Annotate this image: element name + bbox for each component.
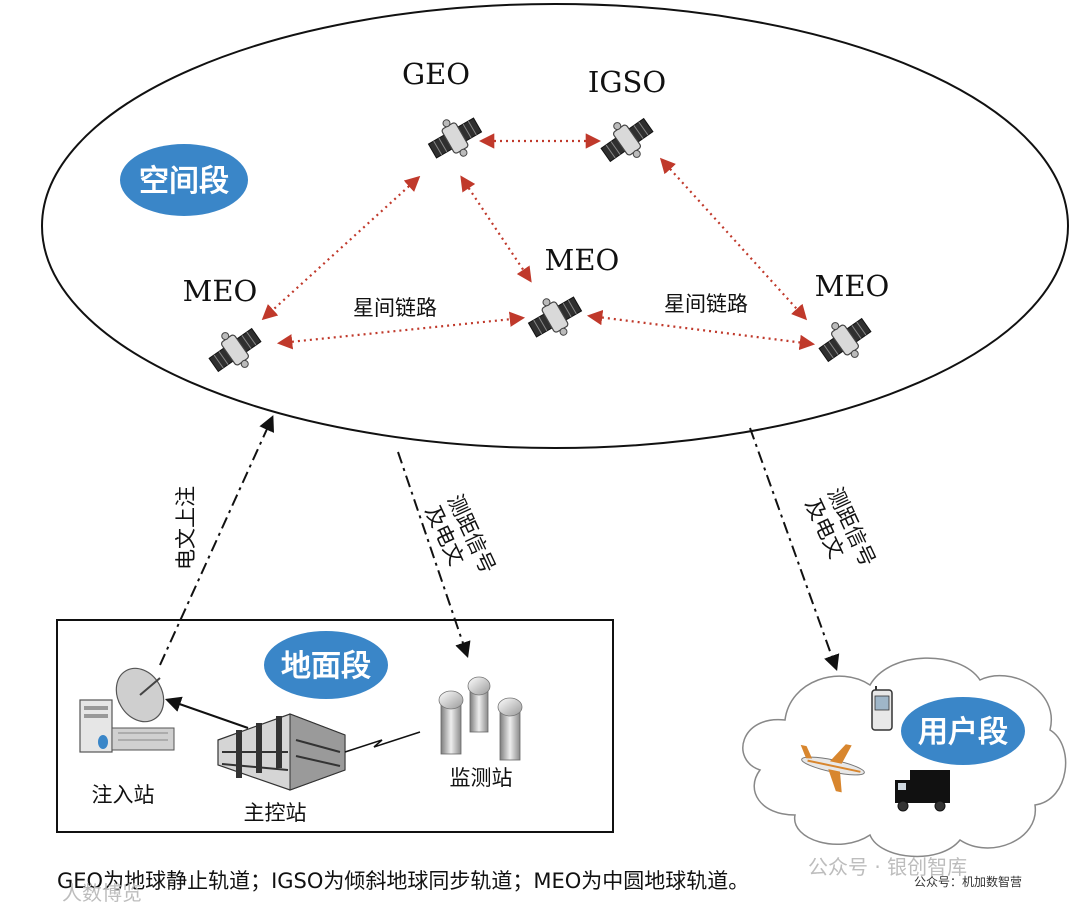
meo-left-label: MEO	[183, 274, 258, 308]
geo-label: GEO	[402, 57, 470, 91]
airplane-icon	[800, 744, 865, 793]
monitor-station-label: 监测站	[450, 766, 513, 790]
watermark-right: 公众号 · 银创智库	[808, 855, 967, 879]
user-segment-cloud	[742, 657, 1067, 858]
master-to-injection-arrow	[164, 696, 249, 729]
link-geo-meo-center	[460, 175, 532, 283]
space-segment-badge: 空间段	[120, 144, 248, 216]
link-meo-left-center	[276, 311, 526, 350]
segment-links	[159, 415, 840, 672]
intersat-link-label-right: 星间链路	[664, 292, 748, 316]
master-control-station-label: 主控站	[244, 801, 307, 825]
diagram-caption: GEO为地球静止轨道；IGSO为倾斜地球同步轨道；MEO为中圆地球轨道。	[57, 869, 749, 893]
master-control-building-icon	[217, 713, 346, 791]
ground-segment-box	[56, 619, 614, 833]
user-segment-badge: 用户段	[901, 697, 1025, 765]
intersatellite-links	[261, 133, 816, 351]
ranging-link-ground	[397, 451, 471, 659]
upload-label: 电文上注	[174, 486, 198, 570]
signal-zigzag-icon	[344, 731, 421, 753]
intersat-link-label-left: 星间链路	[353, 296, 437, 320]
upload-link	[159, 415, 274, 666]
meo-center-label: MEO	[545, 243, 620, 277]
watermark-left: 人数博览	[62, 881, 142, 905]
meo-center-satellite-icon	[521, 285, 589, 349]
meo-left-satellite-icon	[201, 317, 269, 383]
injection-station-label: 注入站	[92, 783, 155, 807]
truck-icon	[895, 770, 950, 812]
user-segment-label: 用户段	[918, 715, 1008, 750]
geo-satellite-icon	[421, 106, 489, 170]
link-meo-center-right	[586, 309, 816, 351]
mobile-phone-icon	[871, 686, 893, 731]
ground-segment-badge: 地面段	[264, 631, 388, 699]
ground-segment-label: 地面段	[281, 649, 371, 684]
ranging-link-user	[749, 427, 840, 672]
meo-right-label: MEO	[815, 269, 890, 303]
igso-satellite-icon	[593, 107, 661, 173]
meo-right-satellite-icon	[811, 307, 879, 373]
space-segment-label: 空间段	[139, 164, 229, 199]
injection-station-icon	[79, 667, 175, 753]
space-segment-orbit-ellipse	[41, 3, 1069, 449]
monitor-station-icon	[438, 676, 523, 761]
igso-label: IGSO	[588, 65, 666, 99]
watermark-right-small: 公众号：机加数智营	[914, 874, 1022, 889]
